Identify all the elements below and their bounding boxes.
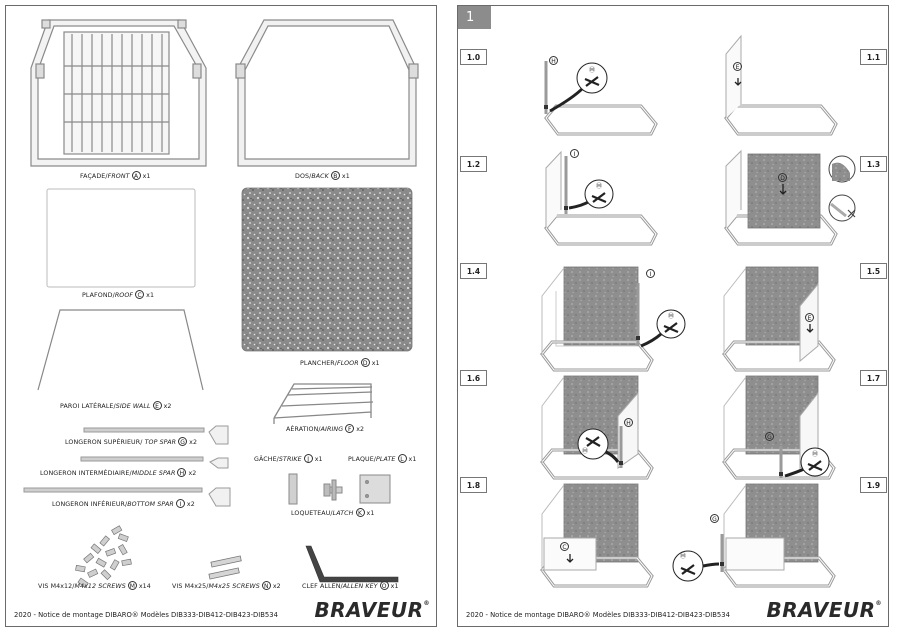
step-1-0-illustration: Ⓜ xyxy=(544,61,658,136)
step-1-2-illustration: Ⓜ xyxy=(544,150,658,246)
m4x12-screws-drawing xyxy=(75,525,132,588)
part-marker-1-7: G xyxy=(765,432,774,441)
step-label-1-5: 1.5 xyxy=(860,263,887,279)
svg-text:Ⓜ: Ⓜ xyxy=(582,447,588,455)
part-marker-1-9: G xyxy=(710,514,719,523)
braveur-logo: BRAVEUR® xyxy=(314,598,430,622)
front-part-drawing xyxy=(30,19,207,167)
svg-text:Ⓜ: Ⓜ xyxy=(680,552,686,560)
step-1-1-illustration xyxy=(724,34,838,136)
step-label-1-0: 1.0 xyxy=(460,49,487,65)
step-label-1-8: 1.8 xyxy=(460,477,487,493)
m4x25-screws-drawing xyxy=(208,555,242,580)
step-label-1-1: 1.1 xyxy=(860,49,887,65)
step-1-9-illustration: Ⓜ xyxy=(672,483,836,588)
braveur-logo: BRAVEUR® xyxy=(766,598,882,622)
step-1-8-illustration xyxy=(540,483,654,588)
part-marker-1-8: C xyxy=(560,542,569,551)
part-marker-1-5: E xyxy=(805,313,814,322)
parts-illustrations xyxy=(23,19,419,588)
allen-key-drawing xyxy=(305,545,399,583)
part-marker-1-3: D xyxy=(778,173,787,182)
step-1-6-illustration: Ⓜ xyxy=(540,375,654,480)
part-marker-1-1: E xyxy=(733,62,742,71)
step-label-1-6: 1.6 xyxy=(460,370,487,386)
step-label-1-3: 1.3 xyxy=(860,156,887,172)
svg-text:Ⓜ: Ⓜ xyxy=(589,66,595,74)
airing-part-drawing xyxy=(273,383,374,424)
side-wall-part-drawing xyxy=(37,309,204,391)
step-label-1-4: 1.4 xyxy=(460,263,487,279)
part-marker-1-2: I xyxy=(570,149,579,158)
step-1-4-illustration: Ⓜ xyxy=(540,266,686,372)
back-part-drawing xyxy=(235,19,419,167)
footer-text: 2020 - Notice de montage DIBARO® Modèles… xyxy=(14,611,278,619)
part-marker-1-4: I xyxy=(646,269,655,278)
latch-hardware-drawing xyxy=(288,473,391,505)
part-marker-1-6: H xyxy=(624,418,633,427)
part-marker-1-0: H xyxy=(549,56,558,65)
page-number-badge: 1 xyxy=(458,6,491,29)
step-label-1-9: 1.9 xyxy=(860,477,887,493)
assembly-illustrations: Ⓜ Ⓜ xyxy=(540,34,856,588)
step-1-3-illustration xyxy=(724,149,856,246)
roof-part-drawing xyxy=(46,188,196,288)
step-label-1-7: 1.7 xyxy=(860,370,887,386)
assembly-steps-page: 1 Ⓜ xyxy=(457,5,889,627)
svg-text:Ⓜ: Ⓜ xyxy=(812,450,818,458)
step-1-5-illustration xyxy=(722,266,836,372)
svg-text:Ⓜ: Ⓜ xyxy=(596,182,602,190)
step-label-1-2: 1.2 xyxy=(460,156,487,172)
footer-text: 2020 - Notice de montage DIBARO® Modèles… xyxy=(466,611,730,619)
svg-text:Ⓜ: Ⓜ xyxy=(668,312,674,320)
spars-drawing xyxy=(23,425,231,507)
step-1-7-illustration: Ⓜ xyxy=(722,375,836,480)
floor-part-drawing xyxy=(241,187,413,352)
